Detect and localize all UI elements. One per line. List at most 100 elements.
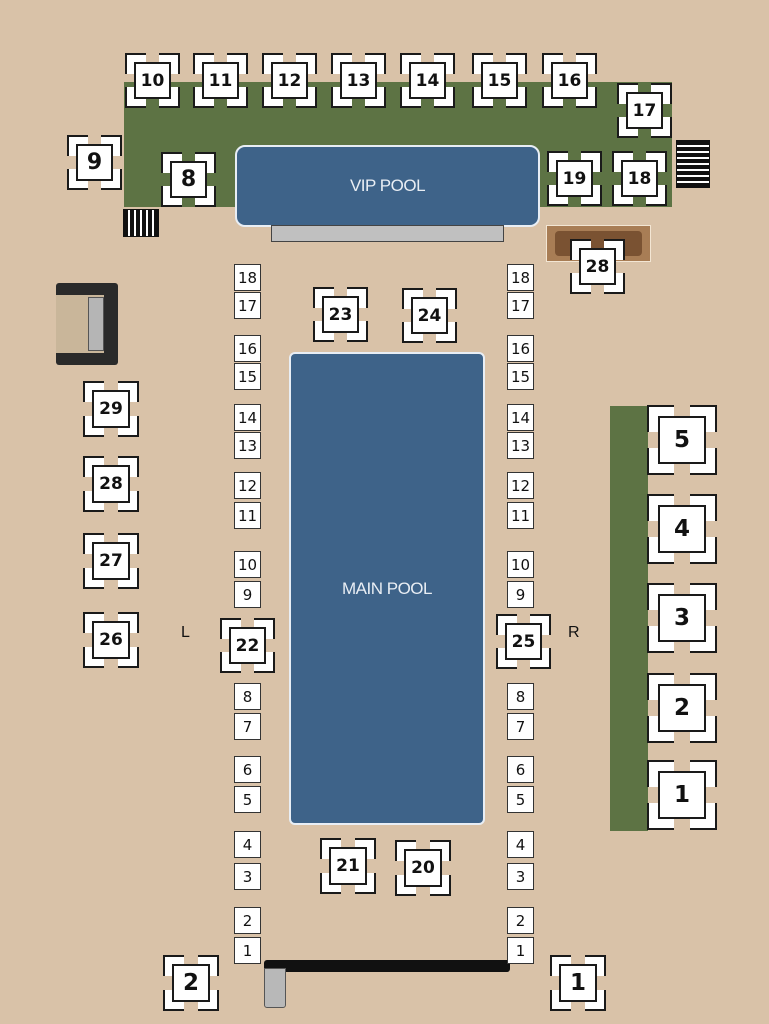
cabana-1-bottom[interactable]: 1	[550, 955, 606, 1011]
cabana-25[interactable]: 25	[496, 614, 551, 669]
cabana-11[interactable]: 11	[193, 53, 248, 108]
cabana-number: 14	[408, 61, 447, 100]
cabana-number: 22	[228, 626, 267, 665]
lounger-left-12[interactable]: 12	[234, 472, 261, 499]
lounger-right-13[interactable]: 13	[507, 432, 534, 459]
cabana-number: 28	[91, 464, 131, 504]
lounger-left-7[interactable]: 7	[234, 713, 261, 740]
cabana-5[interactable]: 5	[647, 405, 717, 475]
lounger-right-8[interactable]: 8	[507, 683, 534, 710]
cabana-26[interactable]: 26	[83, 612, 139, 668]
lounger-left-3[interactable]: 3	[234, 863, 261, 890]
lounger-right-11[interactable]: 11	[507, 502, 534, 529]
cabana-number: 8	[169, 160, 208, 199]
vip-pool: VIP POOL	[235, 145, 540, 227]
cabana-21[interactable]: 21	[320, 838, 376, 894]
cabana-10[interactable]: 10	[125, 53, 180, 108]
lounger-right-9[interactable]: 9	[507, 581, 534, 608]
cabana-number: 11	[201, 61, 240, 100]
lounger-right-12[interactable]: 12	[507, 472, 534, 499]
cabana-number: 18	[620, 159, 659, 198]
cabana-28[interactable]: 28	[83, 456, 139, 512]
stairs-right-top	[676, 140, 710, 188]
cabana-number: 3	[658, 594, 706, 642]
lounger-right-1[interactable]: 1	[507, 937, 534, 964]
cabana-18[interactable]: 18	[612, 151, 667, 206]
cabana-17[interactable]: 17	[617, 83, 672, 138]
cabana-29[interactable]: 29	[83, 381, 139, 437]
bar-structure	[56, 283, 118, 365]
lounger-right-2[interactable]: 2	[507, 907, 534, 934]
lounger-left-10[interactable]: 10	[234, 551, 261, 578]
lounger-right-7[interactable]: 7	[507, 713, 534, 740]
cabana-8[interactable]: 8	[161, 152, 216, 207]
lounger-left-13[interactable]: 13	[234, 432, 261, 459]
cabana-23[interactable]: 23	[313, 287, 368, 342]
cabana-number: 21	[328, 846, 368, 886]
cabana-number: 10	[133, 61, 172, 100]
cabana-16[interactable]: 16	[542, 53, 597, 108]
cabana-27[interactable]: 27	[83, 533, 139, 589]
lounger-right-3[interactable]: 3	[507, 863, 534, 890]
lounger-left-11[interactable]: 11	[234, 502, 261, 529]
cabana-number: 5	[658, 416, 706, 464]
cabana-2[interactable]: 2	[647, 673, 717, 743]
lounger-right-10[interactable]: 10	[507, 551, 534, 578]
cabana-number: 1	[658, 771, 706, 819]
cabana-number: 9	[75, 143, 114, 182]
lounger-left-17[interactable]: 17	[234, 292, 261, 319]
cabana-number: 17	[625, 91, 664, 130]
lounger-left-18[interactable]: 18	[234, 264, 261, 291]
cabana-12[interactable]: 12	[262, 53, 317, 108]
lounger-left-5[interactable]: 5	[234, 786, 261, 813]
cabana-number: 16	[550, 61, 589, 100]
lounger-left-15[interactable]: 15	[234, 363, 261, 390]
cabana-1[interactable]: 1	[647, 760, 717, 830]
lounger-right-14[interactable]: 14	[507, 404, 534, 431]
lounger-left-8[interactable]: 8	[234, 683, 261, 710]
right-lawn	[610, 406, 648, 831]
cabana-14[interactable]: 14	[400, 53, 455, 108]
lounger-left-4[interactable]: 4	[234, 831, 261, 858]
cabana-number: 2	[658, 684, 706, 732]
cabana-3[interactable]: 3	[647, 583, 717, 653]
daybed-28	[546, 225, 651, 262]
cabana-number: 27	[91, 541, 131, 581]
lounger-right-18[interactable]: 18	[507, 264, 534, 291]
lounger-right-16[interactable]: 16	[507, 335, 534, 362]
lounger-left-1[interactable]: 1	[234, 937, 261, 964]
cabana-13[interactable]: 13	[331, 53, 386, 108]
cabana-number: 23	[321, 295, 360, 334]
cabana-number: 28	[578, 247, 617, 286]
lounger-left-16[interactable]: 16	[234, 335, 261, 362]
lounger-left-6[interactable]: 6	[234, 756, 261, 783]
cabana-15[interactable]: 15	[472, 53, 527, 108]
cabana-4[interactable]: 4	[647, 494, 717, 564]
lounger-left-14[interactable]: 14	[234, 404, 261, 431]
lounger-right-6[interactable]: 6	[507, 756, 534, 783]
lounger-right-5[interactable]: 5	[507, 786, 534, 813]
cabana-19[interactable]: 19	[547, 151, 602, 206]
cabana-22[interactable]: 22	[220, 618, 275, 673]
right-side-label: R	[568, 624, 580, 641]
lounger-right-17[interactable]: 17	[507, 292, 534, 319]
cabana-number: 15	[480, 61, 519, 100]
cabana-number: 25	[504, 622, 543, 661]
vip-pool-label: VIP POOL	[349, 176, 426, 195]
cabana-28-vip[interactable]: 28	[570, 239, 625, 294]
cabana-number: 12	[270, 61, 309, 100]
cabana-20[interactable]: 20	[395, 840, 451, 896]
bottom-bar-counter	[264, 968, 286, 1008]
cabana-number: 29	[91, 389, 131, 429]
cabana-number: 4	[658, 505, 706, 553]
cabana-9[interactable]: 9	[67, 135, 122, 190]
cabana-24[interactable]: 24	[402, 288, 457, 343]
cabana-number: 13	[339, 61, 378, 100]
lounger-left-9[interactable]: 9	[234, 581, 261, 608]
vip-pool-ledge	[271, 225, 504, 242]
cabana-number: 20	[403, 848, 443, 888]
lounger-right-4[interactable]: 4	[507, 831, 534, 858]
lounger-left-2[interactable]: 2	[234, 907, 261, 934]
lounger-right-15[interactable]: 15	[507, 363, 534, 390]
cabana-2-bottom[interactable]: 2	[163, 955, 219, 1011]
